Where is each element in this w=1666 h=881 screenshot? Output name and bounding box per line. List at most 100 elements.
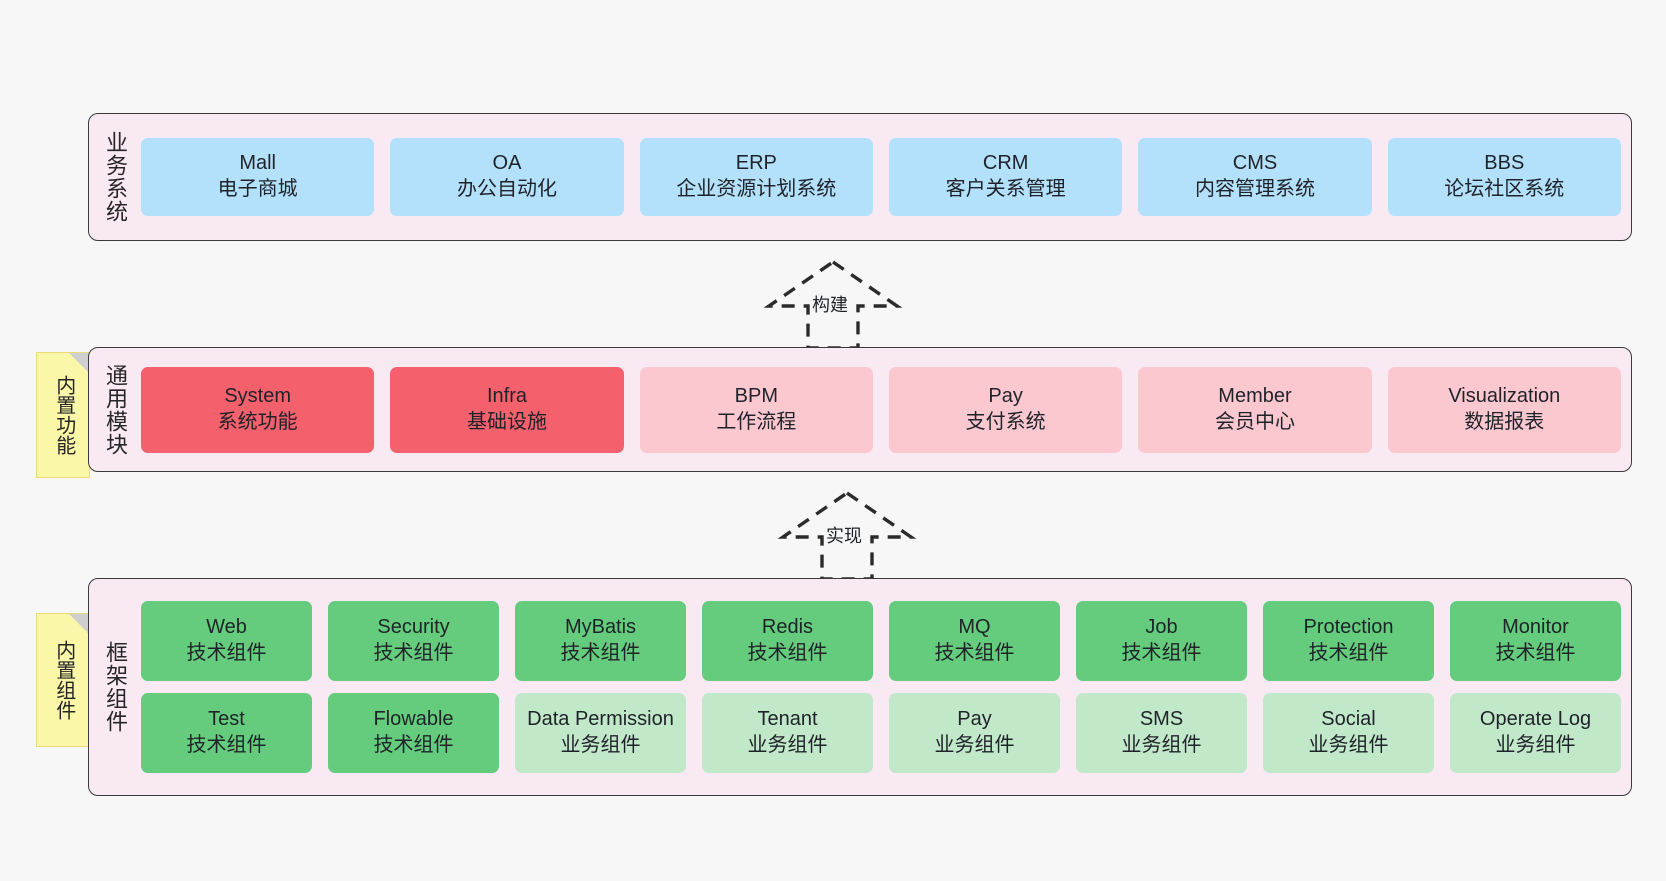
block-mall[interactable]: Mall 电子商城 <box>141 138 375 216</box>
block-pay-component[interactable]: Pay 业务组件 <box>889 693 1060 773</box>
block-erp[interactable]: ERP 企业资源计划系统 <box>639 138 873 216</box>
block-test-name: Test <box>208 708 245 731</box>
block-visualization-desc: 数据报表 <box>1464 410 1545 433</box>
connector-build: 构建 <box>757 258 909 350</box>
layer-common-modules-title: 通用模块 <box>102 363 128 456</box>
block-visualization-name: Visualization <box>1448 384 1561 407</box>
layer-framework-components-title: 框架组件 <box>102 641 128 733</box>
connector-implement: 实现 <box>771 489 923 581</box>
block-redis-desc: 技术组件 <box>747 642 828 664</box>
block-pay-module-desc: 支付系统 <box>965 410 1046 433</box>
block-bbs[interactable]: BBS 论坛社区系统 <box>1387 138 1621 216</box>
block-infra-name: Infra <box>486 384 527 407</box>
block-bpm[interactable]: BPM 工作流程 <box>639 366 873 453</box>
framework-row-technical: Web 技术组件 Security 技术组件 MyBatis 技术组件 Redi… <box>141 601 1621 681</box>
block-mall-desc: 电子商城 <box>217 178 298 200</box>
block-tenant[interactable]: Tenant 业务组件 <box>702 693 873 773</box>
block-mybatis-desc: 技术组件 <box>560 642 641 664</box>
block-job[interactable]: Job 技术组件 <box>1076 601 1247 681</box>
block-security-name: Security <box>377 616 450 639</box>
framework-row-business: Test 技术组件 Flowable 技术组件 Data Permission … <box>141 693 1621 773</box>
block-data-permission-name: Data Permission <box>527 708 674 731</box>
block-pay-module[interactable]: Pay 支付系统 <box>888 366 1123 453</box>
layer-common-modules: 通用模块 System 系统功能 Infra 基础设施 BPM 工作流程 Pay… <box>88 347 1632 472</box>
block-mybatis-name: MyBatis <box>564 616 637 639</box>
block-redis[interactable]: Redis 技术组件 <box>702 601 873 681</box>
block-security-desc: 技术组件 <box>373 642 454 664</box>
block-cms-desc: 内容管理系统 <box>1194 178 1315 200</box>
connector-implement-label: 实现 <box>824 522 864 548</box>
block-member[interactable]: Member 会员中心 <box>1138 366 1372 453</box>
block-cms[interactable]: CMS 内容管理系统 <box>1138 138 1372 216</box>
note-builtin-features-label: 内置功能 <box>52 375 75 455</box>
block-web-name: Web <box>206 616 247 639</box>
block-monitor-name: Monitor <box>1502 616 1569 639</box>
block-system-name: System <box>224 384 291 407</box>
block-bpm-name: BPM <box>734 384 778 407</box>
block-operate-log-desc: 业务组件 <box>1495 734 1576 756</box>
block-social-desc: 业务组件 <box>1308 734 1389 756</box>
block-flowable-name: Flowable <box>373 708 454 731</box>
layer-framework-components: 框架组件 Web 技术组件 Security 技术组件 MyBatis 技术组件… <box>88 578 1632 796</box>
block-operate-log-name: Operate Log <box>1479 708 1592 731</box>
block-oa[interactable]: OA 办公自动化 <box>390 138 624 216</box>
block-mq-name: MQ <box>958 616 991 639</box>
block-tenant-desc: 业务组件 <box>747 734 828 756</box>
block-job-desc: 技术组件 <box>1121 642 1202 664</box>
block-protection[interactable]: Protection 技术组件 <box>1263 601 1434 681</box>
block-member-desc: 会员中心 <box>1214 410 1295 433</box>
block-infra-desc: 基础设施 <box>466 410 547 433</box>
block-bpm-desc: 工作流程 <box>716 410 797 433</box>
note-builtin-components: 内置组件 <box>36 613 90 747</box>
block-pay-module-name: Pay <box>988 384 1023 407</box>
block-pay-component-name: Pay <box>957 708 992 731</box>
block-sms-name: SMS <box>1139 708 1184 731</box>
block-mall-name: Mall <box>239 152 276 175</box>
block-sms[interactable]: SMS 业务组件 <box>1076 693 1247 773</box>
block-monitor-desc: 技术组件 <box>1495 642 1576 664</box>
note-builtin-components-label: 内置组件 <box>52 640 75 720</box>
block-crm[interactable]: CRM 客户关系管理 <box>888 138 1123 216</box>
block-job-name: Job <box>1145 616 1178 639</box>
block-flowable[interactable]: Flowable 技术组件 <box>328 693 499 773</box>
block-infra[interactable]: Infra 基础设施 <box>390 366 624 453</box>
block-operate-log[interactable]: Operate Log 业务组件 <box>1450 693 1621 773</box>
block-cms-name: CMS <box>1232 152 1278 175</box>
note-builtin-features: 内置功能 <box>36 352 90 478</box>
block-system[interactable]: System 系统功能 <box>141 366 375 453</box>
block-social[interactable]: Social 业务组件 <box>1263 693 1434 773</box>
block-redis-name: Redis <box>761 616 814 639</box>
block-data-permission-desc: 业务组件 <box>560 734 641 756</box>
block-mq-desc: 技术组件 <box>934 642 1015 664</box>
block-oa-desc: 办公自动化 <box>456 178 557 200</box>
block-system-desc: 系统功能 <box>217 410 298 433</box>
block-test-desc: 技术组件 <box>186 734 267 756</box>
block-protection-name: Protection <box>1303 616 1394 639</box>
block-data-permission[interactable]: Data Permission 业务组件 <box>515 693 686 773</box>
block-erp-desc: 企业资源计划系统 <box>676 178 837 200</box>
block-test[interactable]: Test 技术组件 <box>141 693 312 773</box>
block-security[interactable]: Security 技术组件 <box>328 601 499 681</box>
block-social-name: Social <box>1321 708 1376 731</box>
block-tenant-name: Tenant <box>757 708 818 731</box>
block-web-desc: 技术组件 <box>186 642 267 664</box>
block-crm-desc: 客户关系管理 <box>945 178 1066 200</box>
block-monitor[interactable]: Monitor 技术组件 <box>1450 601 1621 681</box>
connector-build-label: 构建 <box>810 291 850 317</box>
block-flowable-desc: 技术组件 <box>373 734 454 756</box>
layer-business-system: 业务系统 Mall 电子商城 OA 办公自动化 ERP 企业资源计划系统 CRM… <box>88 113 1632 241</box>
block-visualization[interactable]: Visualization 数据报表 <box>1387 366 1621 453</box>
block-protection-desc: 技术组件 <box>1308 642 1389 664</box>
block-member-name: Member <box>1218 384 1292 407</box>
block-mq[interactable]: MQ 技术组件 <box>889 601 1060 681</box>
block-erp-name: ERP <box>735 152 777 175</box>
block-crm-name: CRM <box>982 152 1029 175</box>
block-sms-desc: 业务组件 <box>1121 734 1202 756</box>
block-oa-name: OA <box>492 152 522 175</box>
block-web[interactable]: Web 技术组件 <box>141 601 312 681</box>
block-bbs-desc: 论坛社区系统 <box>1444 178 1565 200</box>
block-mybatis[interactable]: MyBatis 技术组件 <box>515 601 686 681</box>
block-bbs-name: BBS <box>1484 152 1525 175</box>
layer-business-system-title: 业务系统 <box>102 131 128 223</box>
